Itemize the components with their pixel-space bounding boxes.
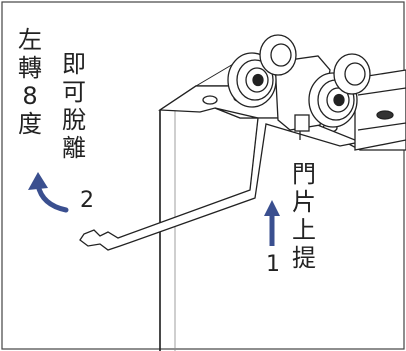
char: 片 — [292, 188, 316, 216]
char: 離 — [62, 134, 86, 162]
char: 門 — [292, 160, 316, 188]
char: 左 — [18, 26, 42, 54]
char: 度 — [18, 110, 42, 138]
wheel-back-left — [259, 34, 297, 76]
left-annotation-col2: 即 可 脫 離 — [62, 50, 86, 162]
char: 可 — [62, 78, 86, 106]
lever-bracket — [79, 107, 363, 251]
char: 上 — [292, 216, 316, 244]
step-1-number: 1 — [266, 252, 280, 277]
roller-carriage — [227, 34, 406, 151]
curved-rotate-arrow-icon — [28, 172, 69, 213]
char: 脫 — [62, 106, 86, 134]
up-arrow-icon — [264, 200, 280, 246]
char: 提 — [292, 244, 316, 272]
left-annotation-col1: 左 轉 8 度 — [18, 26, 42, 138]
right-annotation-col: 門 片 上 提 — [292, 160, 316, 272]
wheel-back-right — [333, 53, 371, 95]
char: 8 — [22, 82, 38, 110]
step-2-number: 2 — [80, 188, 94, 213]
char: 即 — [62, 50, 86, 78]
char: 轉 — [18, 54, 42, 82]
